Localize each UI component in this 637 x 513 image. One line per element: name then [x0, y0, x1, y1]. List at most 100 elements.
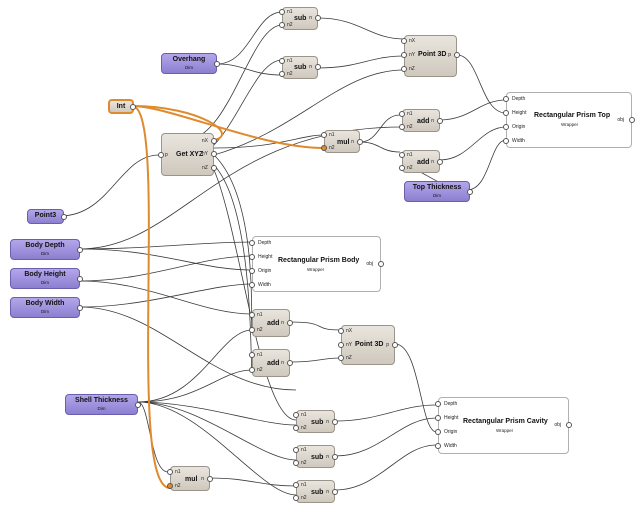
output-port[interactable]: [332, 454, 338, 460]
input-port[interactable]: [249, 327, 255, 333]
input-port[interactable]: [401, 66, 407, 72]
output-port[interactable]: [135, 402, 141, 408]
add-node[interactable]: n1 n2 add n: [399, 109, 443, 132]
top-thickness-node[interactable]: Top Thickness Dim: [404, 181, 473, 202]
input-port[interactable]: [321, 132, 327, 138]
node-title: Int: [116, 103, 126, 110]
port-label: n2: [407, 124, 413, 130]
input-port[interactable]: [158, 152, 164, 158]
input-port[interactable]: [279, 71, 285, 77]
output-port[interactable]: [214, 61, 220, 67]
add-node[interactable]: n1 n2 add n: [249, 309, 293, 337]
output-port[interactable]: [211, 151, 217, 157]
overhang-node[interactable]: Overhang Dim: [161, 53, 220, 74]
input-port[interactable]: [399, 111, 405, 117]
input-port[interactable]: [279, 58, 285, 64]
input-port[interactable]: [279, 22, 285, 28]
output-port[interactable]: [357, 139, 363, 145]
input-port[interactable]: [399, 124, 405, 130]
input-port[interactable]: [249, 312, 255, 318]
output-port[interactable]: [130, 104, 136, 110]
input-port[interactable]: [293, 482, 299, 488]
sub-node[interactable]: n1 n2 sub n: [293, 445, 338, 468]
input-port[interactable]: [249, 240, 255, 246]
input-port[interactable]: [435, 415, 441, 421]
sub-node[interactable]: n1 n2 sub n: [293, 480, 338, 503]
output-port[interactable]: [61, 214, 67, 220]
input-port[interactable]: [293, 460, 299, 466]
rectangular-prism-cavity-node[interactable]: Depth Height Origin Width Rectangular Pr…: [435, 397, 572, 454]
input-port[interactable]: [399, 165, 405, 171]
point3d-node[interactable]: nX nY nZ Point 3D p: [338, 325, 398, 365]
input-port[interactable]: [401, 38, 407, 44]
output-port[interactable]: [77, 276, 83, 282]
sub-node[interactable]: n1 n2 sub n: [279, 7, 321, 30]
point3d-node[interactable]: nX nY nZ Point 3D p: [401, 35, 460, 77]
output-port[interactable]: [454, 52, 460, 58]
input-port[interactable]: [293, 495, 299, 501]
input-port[interactable]: [249, 282, 255, 288]
point3-node[interactable]: Point3: [27, 209, 67, 224]
input-port[interactable]: [293, 425, 299, 431]
input-port[interactable]: [249, 268, 255, 274]
output-port[interactable]: [207, 476, 213, 482]
output-port[interactable]: [437, 159, 443, 165]
input-port[interactable]: [338, 355, 344, 361]
output-port[interactable]: [211, 138, 217, 144]
output-port[interactable]: [629, 117, 635, 123]
input-port[interactable]: [167, 483, 173, 489]
input-port[interactable]: [435, 401, 441, 407]
input-port[interactable]: [503, 96, 509, 102]
sub-node[interactable]: n1 n2 sub n: [293, 410, 338, 433]
input-port[interactable]: [503, 110, 509, 116]
output-port[interactable]: [287, 360, 293, 366]
input-port[interactable]: [401, 52, 407, 58]
mul-node[interactable]: n1 n2 mul n: [167, 466, 213, 491]
input-port[interactable]: [503, 124, 509, 130]
port-label: Width: [512, 138, 525, 144]
input-port[interactable]: [503, 138, 509, 144]
output-port[interactable]: [566, 422, 572, 428]
port-label: n: [326, 454, 329, 460]
input-port[interactable]: [435, 443, 441, 449]
body-height-node[interactable]: Body Height Dim: [10, 268, 83, 289]
wire: [209, 477, 297, 487]
add-node[interactable]: n1 n2 add n: [399, 150, 443, 173]
input-port[interactable]: [167, 469, 173, 475]
input-port[interactable]: [399, 152, 405, 158]
input-port[interactable]: [249, 367, 255, 373]
output-port[interactable]: [392, 342, 398, 348]
sub-node[interactable]: n1 n2 sub n: [279, 56, 321, 79]
output-port[interactable]: [315, 15, 321, 21]
input-port[interactable]: [435, 429, 441, 435]
output-port[interactable]: [467, 189, 473, 195]
input-port[interactable]: [293, 412, 299, 418]
input-port[interactable]: [338, 328, 344, 334]
output-port[interactable]: [211, 165, 217, 171]
body-depth-node[interactable]: Body Depth Dim: [10, 239, 83, 260]
output-port[interactable]: [77, 305, 83, 311]
shell-thickness-node[interactable]: Shell Thickness Dim: [65, 394, 141, 415]
output-port[interactable]: [332, 489, 338, 495]
body-width-node[interactable]: Body Width Dim: [10, 297, 83, 318]
input-port[interactable]: [249, 352, 255, 358]
input-port[interactable]: [338, 342, 344, 348]
input-port[interactable]: [279, 9, 285, 15]
add-node[interactable]: n1 n2 add n: [249, 349, 293, 377]
input-port[interactable]: [293, 447, 299, 453]
mul-node[interactable]: n1 n2 mul n: [321, 130, 363, 153]
rectangular-prism-top-node[interactable]: Depth Height Origin Width Rectangular Pr…: [503, 92, 635, 148]
int-node[interactable]: Int: [108, 99, 136, 114]
output-port[interactable]: [77, 247, 83, 253]
node-title: sub: [311, 454, 324, 461]
output-port[interactable]: [332, 419, 338, 425]
input-port[interactable]: [249, 254, 255, 260]
output-port[interactable]: [378, 261, 384, 267]
input-port[interactable]: [321, 145, 327, 151]
get-xyz-node[interactable]: p Get XYZ nX nY nZ: [158, 133, 217, 176]
output-port[interactable]: [287, 320, 293, 326]
rectangular-prism-body-node[interactable]: Depth Height Origin Width Rectangular Pr…: [249, 236, 384, 292]
output-port[interactable]: [437, 118, 443, 124]
output-port[interactable]: [315, 64, 321, 70]
